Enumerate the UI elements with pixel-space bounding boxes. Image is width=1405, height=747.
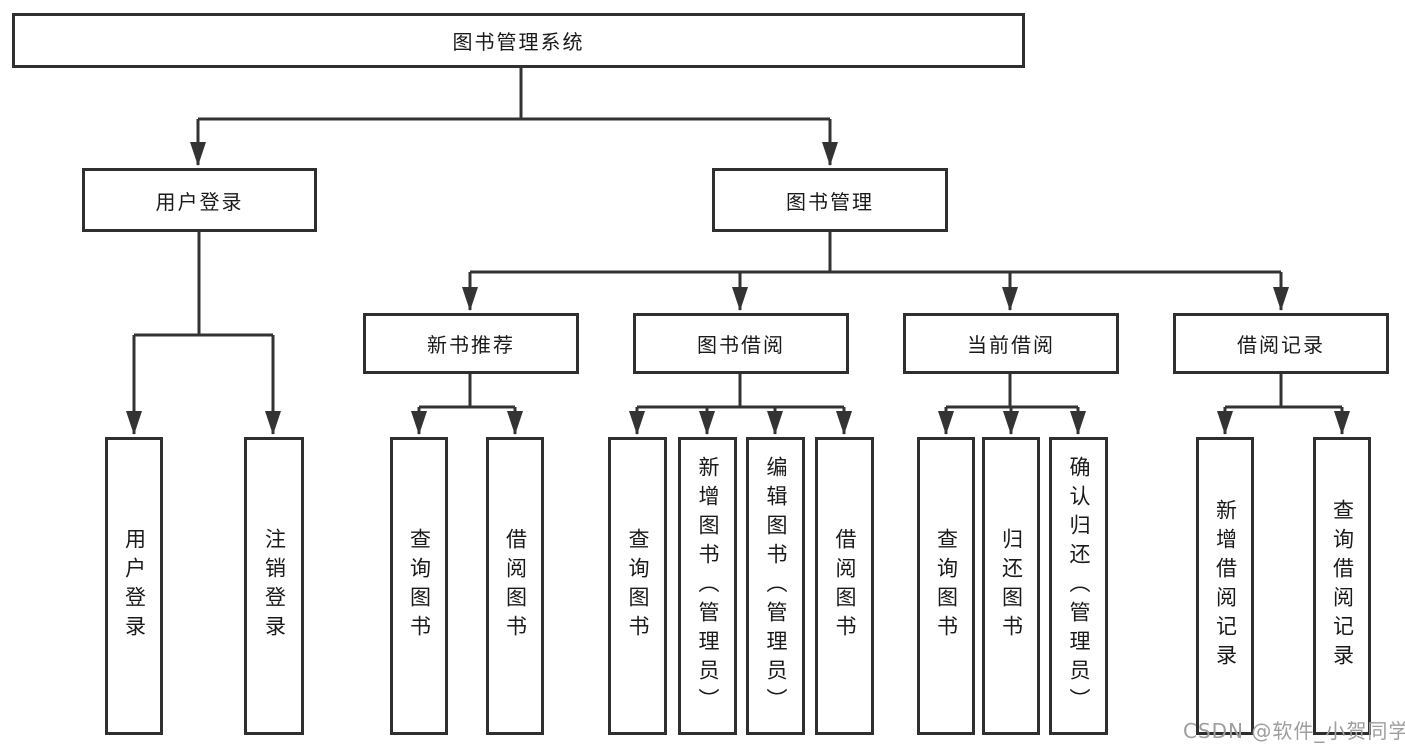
leaf-query-borrow-record: 查询借阅记录 <box>1313 437 1371 735</box>
csdn-watermark: CSDN @软件_小贺同学 <box>1183 719 1405 743</box>
leaf-add-book-admin: 新增图书（管理员） <box>678 437 737 735</box>
node-new-book-recommendation: 新书推荐 <box>363 313 579 374</box>
leaf-query-books-current: 查询图书 <box>917 437 975 735</box>
node-library-management-system: 图书管理系统 <box>12 13 1025 68</box>
leaf-add-borrow-record: 新增借阅记录 <box>1196 437 1254 735</box>
leaf-confirm-return-admin: 确认归还（管理员） <box>1049 437 1108 735</box>
connector-arrows <box>126 119 1350 435</box>
node-user-login: 用户登录 <box>82 168 317 232</box>
leaf-borrow-books: 借阅图书 <box>815 437 874 735</box>
leaf-borrow-books-recommend: 借阅图书 <box>486 437 544 735</box>
leaf-return-books: 归还图书 <box>982 437 1040 735</box>
leaf-logout: 注销登录 <box>244 437 304 735</box>
node-book-borrowing: 图书借阅 <box>633 313 849 374</box>
connector-skeleton <box>134 68 1342 409</box>
leaf-query-books-recommend: 查询图书 <box>390 437 448 735</box>
node-current-borrowing: 当前借阅 <box>903 313 1119 374</box>
node-borrowing-records: 借阅记录 <box>1173 313 1389 374</box>
node-book-management: 图书管理 <box>712 168 948 232</box>
leaf-edit-book-admin: 编辑图书（管理员） <box>746 437 805 735</box>
leaf-user-login: 用户登录 <box>105 437 163 735</box>
leaf-query-books-borrow: 查询图书 <box>608 437 667 735</box>
